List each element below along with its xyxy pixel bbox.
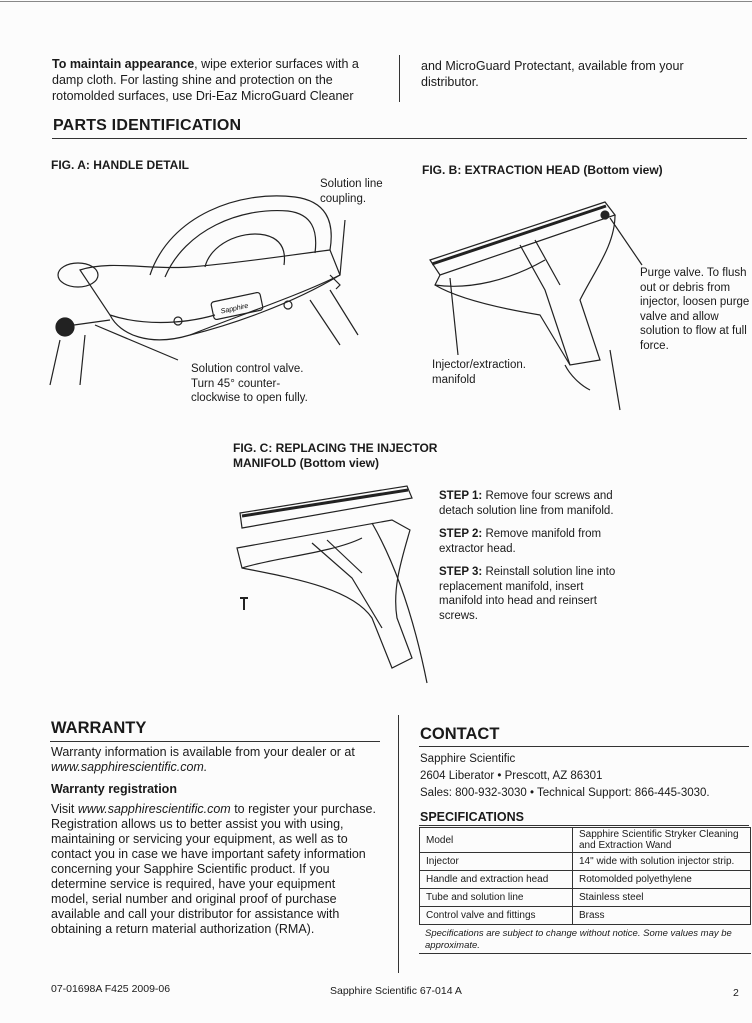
warranty-info-text: Warranty information is available from y…	[51, 745, 355, 759]
intro-continued: and MicroGuard Protectant, available fro…	[421, 59, 684, 89]
warranty-title-rule	[50, 741, 380, 742]
fig-a-callout-valve: Solution control valve. Turn 45° counter…	[191, 363, 308, 404]
warranty-reg-url[interactable]: www.sapphirescientific.com	[77, 802, 231, 816]
fig-b-title: FIG. B: EXTRACTION HEAD (Bottom view)	[422, 163, 663, 177]
contact-title: CONTACT	[420, 725, 500, 743]
specs-note: Specifications are subject to change wit…	[425, 928, 732, 951]
step-2-label: STEP 2:	[439, 528, 483, 540]
footer-center: Sapphire Scientific 67-014 A	[330, 985, 462, 997]
intro-bold: To maintain appearance	[52, 57, 195, 71]
spec-label: Injector	[419, 852, 573, 871]
contact-block: Sapphire Scientific 2604 Liberator • Pre…	[420, 751, 740, 802]
step-1-text: Remove four screws and detach solution l…	[439, 490, 614, 517]
warranty-title: WARRANTY	[51, 719, 147, 737]
parts-title-rule	[52, 138, 747, 139]
spec-value: Sapphire Scientific Stryker Cleaning and…	[572, 827, 751, 853]
fig-b-callout-manifold: Injector/extraction. manifold	[432, 359, 526, 386]
warranty-reg-prefix: Visit	[51, 802, 78, 816]
fig-c-replacing-manifold-illustration	[236, 485, 428, 684]
contact-title-rule	[419, 746, 749, 747]
fig-c-steps: STEP 1: Remove four screws and detach so…	[439, 489, 619, 632]
warranty-reg-text: to register your purchase. Registration …	[51, 802, 376, 936]
bottom-column-divider	[398, 715, 399, 973]
intro-text: , wipe exterior surfaces with a damp clo…	[52, 57, 359, 103]
fig-a-handle-illustration: Sapphire	[49, 195, 359, 386]
step-3: STEP 3: Reinstall solution line into rep…	[439, 565, 619, 623]
step-3-label: STEP 3:	[439, 566, 483, 578]
parts-title: PARTS IDENTIFICATION	[53, 117, 242, 134]
intro-paragraph: To maintain appearance, wipe exterior su…	[52, 56, 382, 104]
specs-title-rule	[419, 825, 749, 826]
spec-label: Handle and extraction head	[419, 870, 573, 889]
top-edge-line	[0, 1, 752, 2]
spec-value: Stainless steel	[572, 888, 751, 907]
step-2-text: Remove manifold from extractor head.	[439, 528, 602, 555]
spec-label: Tube and solution line	[419, 888, 573, 907]
fig-a-title: FIG. A: HANDLE DETAIL	[51, 158, 189, 172]
fig-a-callout-coupling: Solution line coupling.	[320, 178, 383, 205]
warranty-reg-paragraph: Visit www.sapphirescientific.com to regi…	[51, 802, 376, 937]
fig-c-title: FIG. C: REPLACING THE INJECTOR MANIFOLD …	[233, 441, 438, 470]
spec-label: Model	[419, 827, 573, 853]
spec-value: 14" wide with solution injector strip.	[572, 852, 751, 871]
step-3-text: Reinstall solution line into replacement…	[439, 566, 616, 622]
fig-b-extraction-head-illustration	[429, 201, 643, 411]
warranty-info-url[interactable]: www.sapphirescientific.com.	[51, 760, 208, 774]
spec-value: Brass	[572, 906, 751, 925]
step-1-label: STEP 1:	[439, 490, 483, 502]
page-number: 2	[733, 987, 739, 999]
spec-label: Control valve and fittings	[419, 906, 573, 925]
fig-b-callout-purge: Purge valve. To flush out or debris from…	[640, 267, 750, 352]
warranty-reg-title: Warranty registration	[51, 782, 177, 796]
footer-doc-number: 07-01698A F425 2009-06	[51, 983, 171, 995]
contact-company: Sapphire Scientific	[420, 753, 516, 765]
contact-phones: Sales: 800-932-3030 • Technical Support:…	[420, 787, 710, 799]
specs-note-rule	[419, 953, 751, 954]
intro-divider	[399, 55, 400, 102]
spec-value: Rotomolded polyethylene	[572, 870, 751, 889]
specs-title: SPECIFICATIONS	[420, 810, 524, 824]
step-2: STEP 2: Remove manifold from extractor h…	[439, 527, 619, 556]
contact-address: 2604 Liberator • Prescott, AZ 86301	[420, 770, 603, 782]
warranty-info: Warranty information is available from y…	[51, 745, 381, 775]
step-1: STEP 1: Remove four screws and detach so…	[439, 489, 619, 518]
